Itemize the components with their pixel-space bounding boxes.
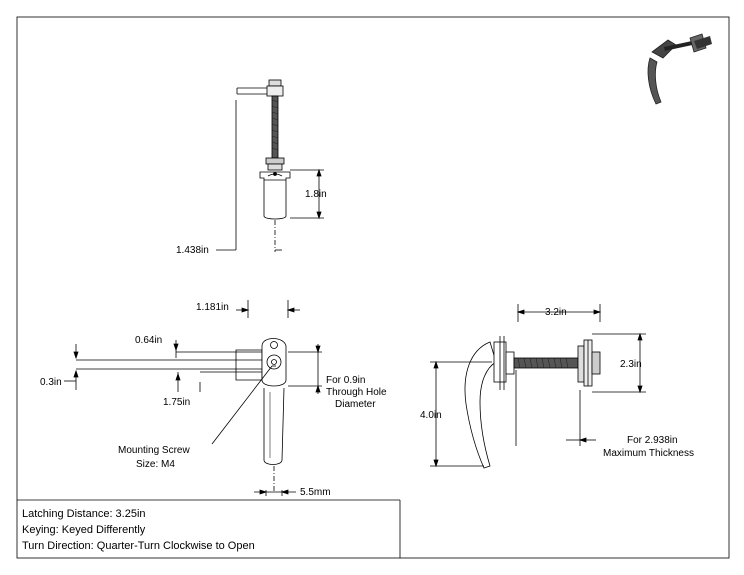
hole-note-line-1: For 0.9in	[326, 375, 365, 386]
hole-note-line-2: Through Hole	[326, 387, 387, 398]
side-view-length-dim: 3.2in	[545, 307, 567, 318]
front-view-head-width-dim: 1.181in	[196, 302, 229, 313]
front-view-offset-b-dim: 0.3in	[40, 377, 62, 388]
screw-note-line-2: Size: M4	[136, 459, 175, 470]
screw-note-line-1: Mounting Screw	[118, 445, 190, 456]
top-view-height-dim: 1.8in	[305, 189, 327, 200]
top-view-width-dim: 1.438in	[176, 245, 209, 256]
keying-note: Keying: Keyed Differently	[22, 524, 146, 536]
turn-direction-note: Turn Direction: Quarter-Turn Clockwise t…	[22, 540, 255, 552]
front-view-offset-c-dim: 1.75in	[163, 397, 190, 408]
top-view	[216, 79, 324, 252]
thickness-note-line-1: For 2.938in	[627, 435, 678, 446]
front-view-offset-a-dim: 0.64in	[135, 335, 162, 346]
side-view-height-large-dim: 4.0in	[420, 410, 442, 421]
sheet-border	[16, 16, 730, 559]
front-view-bottom-dim: 5.5mm	[300, 487, 331, 498]
front-view	[64, 300, 322, 496]
spec-notes: Latching Distance: 3.25in Keying: Keyed …	[22, 506, 255, 554]
latch-thumbnail-icon	[647, 33, 712, 105]
hole-note-line-3: Diameter	[335, 399, 376, 410]
latching-distance-note: Latching Distance: 3.25in	[22, 508, 146, 520]
side-view	[430, 304, 646, 469]
side-view-height-small-dim: 2.3in	[620, 359, 642, 370]
thickness-note-line-2: Maximum Thickness	[603, 448, 694, 459]
